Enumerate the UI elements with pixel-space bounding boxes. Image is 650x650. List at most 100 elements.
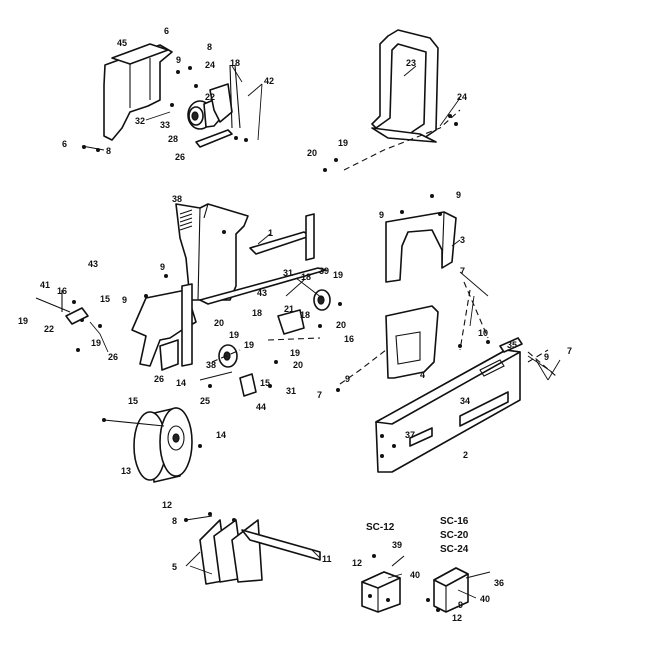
label-28: 28	[168, 134, 178, 144]
decal-37	[409, 427, 433, 447]
label-44: 44	[256, 402, 266, 412]
label-35: 35	[507, 340, 517, 350]
label-3: 3	[460, 235, 465, 245]
label-9: 9	[176, 55, 181, 65]
label-43: 43	[88, 259, 98, 269]
label-45: 45	[117, 38, 127, 48]
label-18-bracket: 18	[252, 308, 262, 318]
frame-assembly	[35, 203, 342, 397]
label-9-cover2: 9	[544, 352, 549, 362]
label-40-sc12: 40	[410, 570, 420, 580]
label-12-sc12: 12	[352, 558, 362, 568]
label-sc16: SC-16	[440, 516, 469, 527]
label-9-cover3-left: 9	[379, 210, 384, 220]
label-9-cover4: 9	[345, 374, 350, 384]
decal-34	[459, 391, 509, 427]
base-plate-5	[184, 512, 321, 585]
label-24-handle: 24	[457, 92, 467, 102]
frame-rail	[199, 267, 327, 305]
label-26-left: 26	[108, 352, 118, 362]
frame-upright	[175, 203, 249, 301]
label-20-handle: 20	[307, 148, 317, 158]
label-2: 2	[463, 450, 468, 460]
label-18-frame: 18	[301, 272, 311, 282]
label-9-sc16: 9	[458, 600, 463, 610]
label-8-base: 8	[172, 516, 177, 526]
cover-4	[336, 305, 439, 392]
label-41: 41	[40, 280, 50, 290]
label-7-cover4: 7	[317, 390, 322, 400]
bearing-bracket-assembly	[81, 43, 248, 152]
part-number-labels: 45 6 9 8 24 18 42 22 32 33 28 26 6 8 23 …	[18, 26, 572, 623]
leader-lines	[89, 65, 561, 599]
label-18-bracket-right: 18	[300, 310, 310, 320]
label-sc12: SC-12	[366, 522, 395, 533]
label-38-spring: 38	[172, 194, 182, 204]
label-19-left-lower: 19	[91, 338, 101, 348]
label-43-frame: 43	[257, 288, 267, 298]
label-34: 34	[460, 396, 470, 406]
label-sc20: SC-20	[440, 530, 469, 541]
label-9-cover3-top: 9	[456, 190, 461, 200]
label-16: 16	[57, 286, 67, 296]
label-4: 4	[420, 370, 425, 380]
label-1: 1	[268, 228, 273, 238]
label-13: 13	[121, 466, 131, 476]
label-20-idler: 20	[214, 318, 224, 328]
label-18: 18	[230, 58, 240, 68]
cover-3	[385, 194, 457, 283]
label-20-right: 20	[336, 320, 346, 330]
label-24: 24	[205, 60, 215, 70]
bracket-plate-6	[103, 44, 173, 141]
label-37: 37	[405, 430, 415, 440]
label-14-axle: 14	[176, 378, 186, 388]
label-23: 23	[406, 58, 416, 68]
handle-23	[371, 29, 439, 141]
spring-38	[179, 209, 193, 231]
label-19-frame: 19	[333, 270, 343, 280]
label-16-right: 16	[344, 334, 354, 344]
label-25: 25	[200, 396, 210, 406]
label-36: 36	[494, 578, 504, 588]
label-19-idler-right: 19	[244, 340, 254, 350]
label-39: 39	[319, 266, 329, 276]
label-6-lower: 6	[62, 139, 67, 149]
label-6: 6	[164, 26, 169, 36]
label-31: 31	[283, 268, 293, 278]
label-19-center: 19	[290, 348, 300, 358]
label-20-center: 20	[293, 360, 303, 370]
label-9-frame-left: 9	[122, 295, 127, 305]
label-38-idler: 38	[206, 360, 216, 370]
label-11: 11	[322, 554, 332, 564]
label-8: 8	[207, 42, 212, 52]
label-22-left: 22	[44, 324, 54, 334]
label-12-sc16: 12	[452, 613, 462, 623]
label-10: 10	[478, 328, 488, 338]
label-15-lower: 15	[260, 378, 270, 388]
bracket-top-45	[111, 43, 169, 65]
label-33: 33	[160, 120, 170, 130]
label-21: 21	[284, 304, 294, 314]
label-12-base: 12	[162, 500, 172, 510]
sc12-bracket	[361, 554, 405, 613]
label-15: 15	[100, 294, 110, 304]
label-8-lower: 8	[106, 146, 111, 156]
wheel-13	[102, 407, 202, 483]
label-26-lower: 26	[154, 374, 164, 384]
label-7-top: 7	[460, 266, 465, 276]
label-40-sc16: 40	[480, 594, 490, 604]
label-5: 5	[172, 562, 177, 572]
label-7-cover2: 7	[567, 346, 572, 356]
label-19-left: 19	[18, 316, 28, 326]
label-9-frame: 9	[160, 262, 165, 272]
label-15-wheel: 15	[128, 396, 138, 406]
label-31-lower: 31	[286, 386, 296, 396]
label-19-handle: 19	[338, 138, 348, 148]
label-32: 32	[135, 116, 145, 126]
label-sc24: SC-24	[440, 544, 469, 555]
label-22: 22	[205, 92, 215, 102]
sc16-bracket	[426, 567, 491, 613]
label-19-idler: 19	[229, 330, 239, 340]
label-26: 26	[175, 152, 185, 162]
